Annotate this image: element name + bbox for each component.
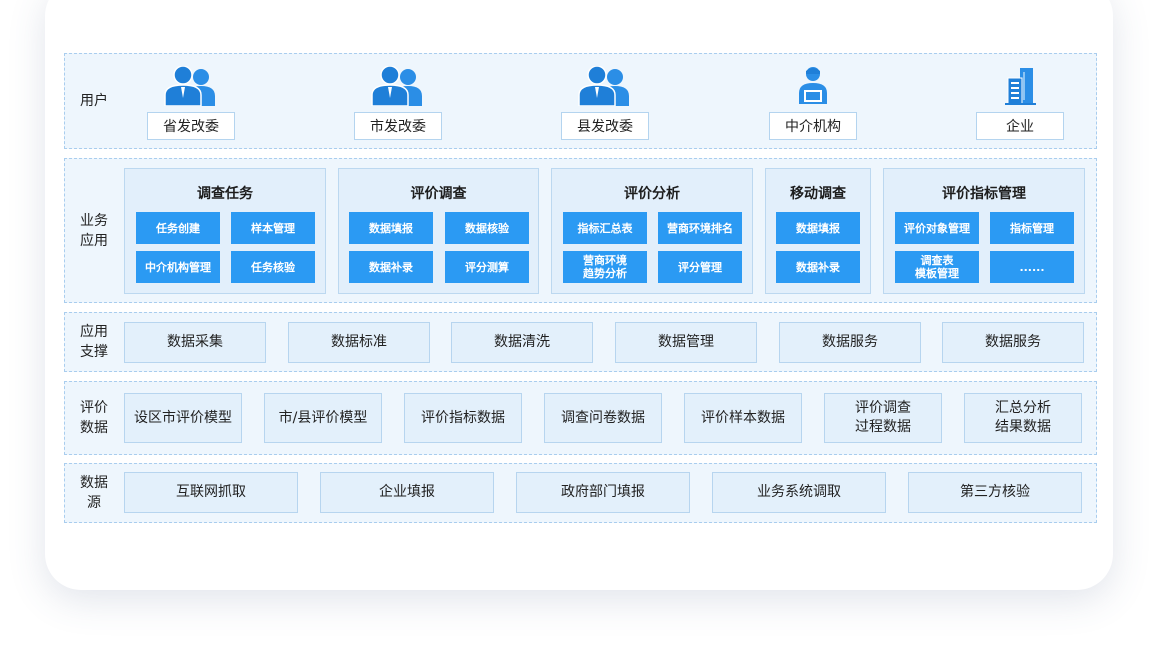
score-calc-button[interactable]: 评分测算 — [445, 251, 529, 283]
module-title: 调查任务 — [197, 186, 253, 202]
user-name-enterprise: 企业 — [976, 112, 1064, 140]
sample-manage-button[interactable]: 样本管理 — [231, 212, 315, 244]
support-item: 数据管理 — [615, 322, 757, 363]
module-title: 评价指标管理 — [942, 186, 1026, 202]
user-item: 中介机构 — [769, 54, 857, 148]
module-indicator-management: 评价指标管理 评价对象管理 指标管理 调查表 模板管理 ...... — [883, 168, 1085, 294]
mobile-data-supplement-button[interactable]: 数据补录 — [776, 251, 860, 283]
user-name-county: 县发改委 — [561, 112, 649, 140]
module-evaluation-survey: 评价调查 数据填报 数据核验 数据补录 评分测算 — [338, 168, 539, 294]
sources-layer-label: 数据 源 — [80, 475, 108, 511]
evaluation-item: 评价样本数据 — [684, 393, 802, 443]
building-icon — [976, 66, 1064, 106]
score-manage-button[interactable]: 评分管理 — [658, 251, 742, 283]
users-group-icon — [147, 66, 235, 106]
users-layer-label: 用户 — [80, 93, 108, 109]
module-mobile-survey: 移动调查 数据填报 数据补录 — [765, 168, 871, 294]
support-item: 数据清洗 — [451, 322, 593, 363]
evaluation-item: 调查问卷数据 — [544, 393, 662, 443]
indicator-manage-button[interactable]: 指标管理 — [990, 212, 1074, 244]
source-item: 业务系统调取 — [712, 472, 886, 513]
support-item: 数据采集 — [124, 322, 266, 363]
data-fill-button[interactable]: 数据填报 — [349, 212, 433, 244]
support-layer-label: 应用 支撑 — [80, 324, 108, 360]
source-item: 政府部门填报 — [516, 472, 690, 513]
support-item: 数据服务 — [942, 322, 1084, 363]
person-laptop-icon — [769, 66, 857, 106]
module-survey-task: 调查任务 任务创建 样本管理 中介机构管理 任务核验 — [124, 168, 326, 294]
module-title: 评价调查 — [410, 186, 467, 202]
eval-object-manage-button[interactable]: 评价对象管理 — [895, 212, 979, 244]
user-item: 县发改委 — [561, 54, 649, 148]
business-env-rank-button[interactable]: 营商环境排名 — [658, 212, 742, 244]
module-title: 移动调查 — [790, 186, 846, 202]
more-button[interactable]: ...... — [990, 251, 1074, 283]
agency-manage-button[interactable]: 中介机构管理 — [136, 251, 220, 283]
data-verify-button[interactable]: 数据核验 — [445, 212, 529, 244]
user-item: 市发改委 — [354, 54, 442, 148]
users-group-icon — [561, 66, 649, 106]
sources-layer: 数据 源 互联网抓取 企业填报 政府部门填报 业务系统调取 第三方核验 — [64, 463, 1097, 523]
task-create-button[interactable]: 任务创建 — [136, 212, 220, 244]
mobile-data-fill-button[interactable]: 数据填报 — [776, 212, 860, 244]
users-group-icon — [354, 66, 442, 106]
evaluation-layer-label: 评价 数据 — [80, 400, 108, 436]
source-item: 企业填报 — [320, 472, 494, 513]
user-name-province: 省发改委 — [147, 112, 235, 140]
users-layer: 用户 省发改委 市发改委 — [64, 53, 1097, 149]
business-env-trend-button[interactable]: 营商环境 趋势分析 — [563, 251, 647, 283]
data-supplement-button[interactable]: 数据补录 — [349, 251, 433, 283]
support-layer: 应用 支撑 数据采集 数据标准 数据清洗 数据管理 数据服务 数据服务 — [64, 312, 1097, 372]
task-verify-button[interactable]: 任务核验 — [231, 251, 315, 283]
user-name-agency: 中介机构 — [769, 112, 857, 140]
evaluation-item: 评价指标数据 — [404, 393, 522, 443]
support-item: 数据服务 — [779, 322, 921, 363]
support-item: 数据标准 — [288, 322, 430, 363]
module-title: 评价分析 — [624, 186, 680, 202]
source-item: 互联网抓取 — [124, 472, 298, 513]
user-item: 企业 — [976, 54, 1064, 148]
user-item: 省发改委 — [147, 54, 235, 148]
evaluation-item: 评价调查 过程数据 — [824, 393, 942, 443]
survey-template-manage-button[interactable]: 调查表 模板管理 — [895, 251, 979, 283]
evaluation-item: 设区市评价模型 — [124, 393, 242, 443]
indicator-summary-button[interactable]: 指标汇总表 — [563, 212, 647, 244]
business-layer-label: 业务 应用 — [80, 212, 108, 249]
user-name-city: 市发改委 — [354, 112, 442, 140]
evaluation-item: 汇总分析 结果数据 — [964, 393, 1082, 443]
business-layer: 业务 应用 调查任务 任务创建 样本管理 中介机构管理 任务核验 评价调查 数据… — [64, 158, 1097, 303]
evaluation-layer: 评价 数据 设区市评价模型 市/县评价模型 评价指标数据 调查问卷数据 评价样本… — [64, 381, 1097, 455]
evaluation-item: 市/县评价模型 — [264, 393, 382, 443]
module-evaluation-analysis: 评价分析 指标汇总表 营商环境排名 营商环境 趋势分析 评分管理 — [551, 168, 753, 294]
source-item: 第三方核验 — [908, 472, 1082, 513]
